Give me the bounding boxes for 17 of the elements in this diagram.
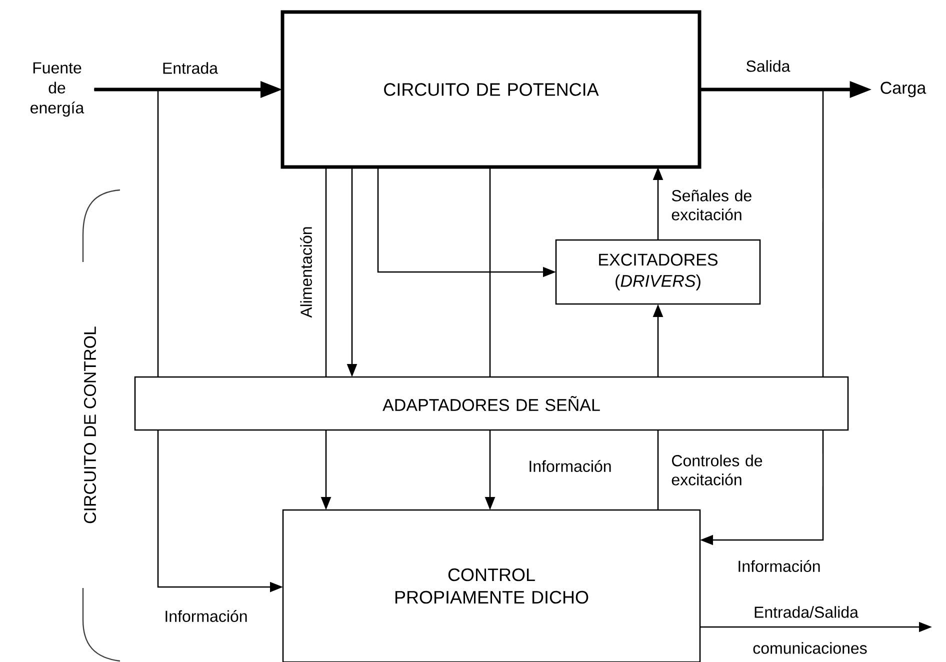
edge-label: Alimentación [299, 225, 313, 319]
text-label: comunicaciones [753, 642, 867, 654]
edge-label: Salida [744, 59, 792, 73]
edge-label: Entrada/Salida [752, 605, 860, 619]
edge-label: Información [527, 459, 613, 473]
process-box: EXCITADORES (DRIVERS) [555, 239, 761, 305]
edge-label: Entrada [160, 61, 220, 75]
text-label: Carga [880, 82, 926, 98]
edge-label: Información [163, 609, 249, 623]
edge-label: Controles de excitación [670, 454, 822, 486]
process-box: ADAPTADORES DE SEÑAL [134, 376, 849, 431]
text-label: Fuente de energía [30, 62, 84, 117]
process-box: CONTROL PROPIAMENTE DICHO [282, 509, 701, 662]
edge-label: Información [736, 559, 822, 573]
bracket-label: CIRCUITO DE CONTROL [84, 326, 96, 524]
process-box: CIRCUITO DE POTENCIA [280, 10, 702, 169]
edge-label: Señales de excitación [670, 188, 822, 222]
